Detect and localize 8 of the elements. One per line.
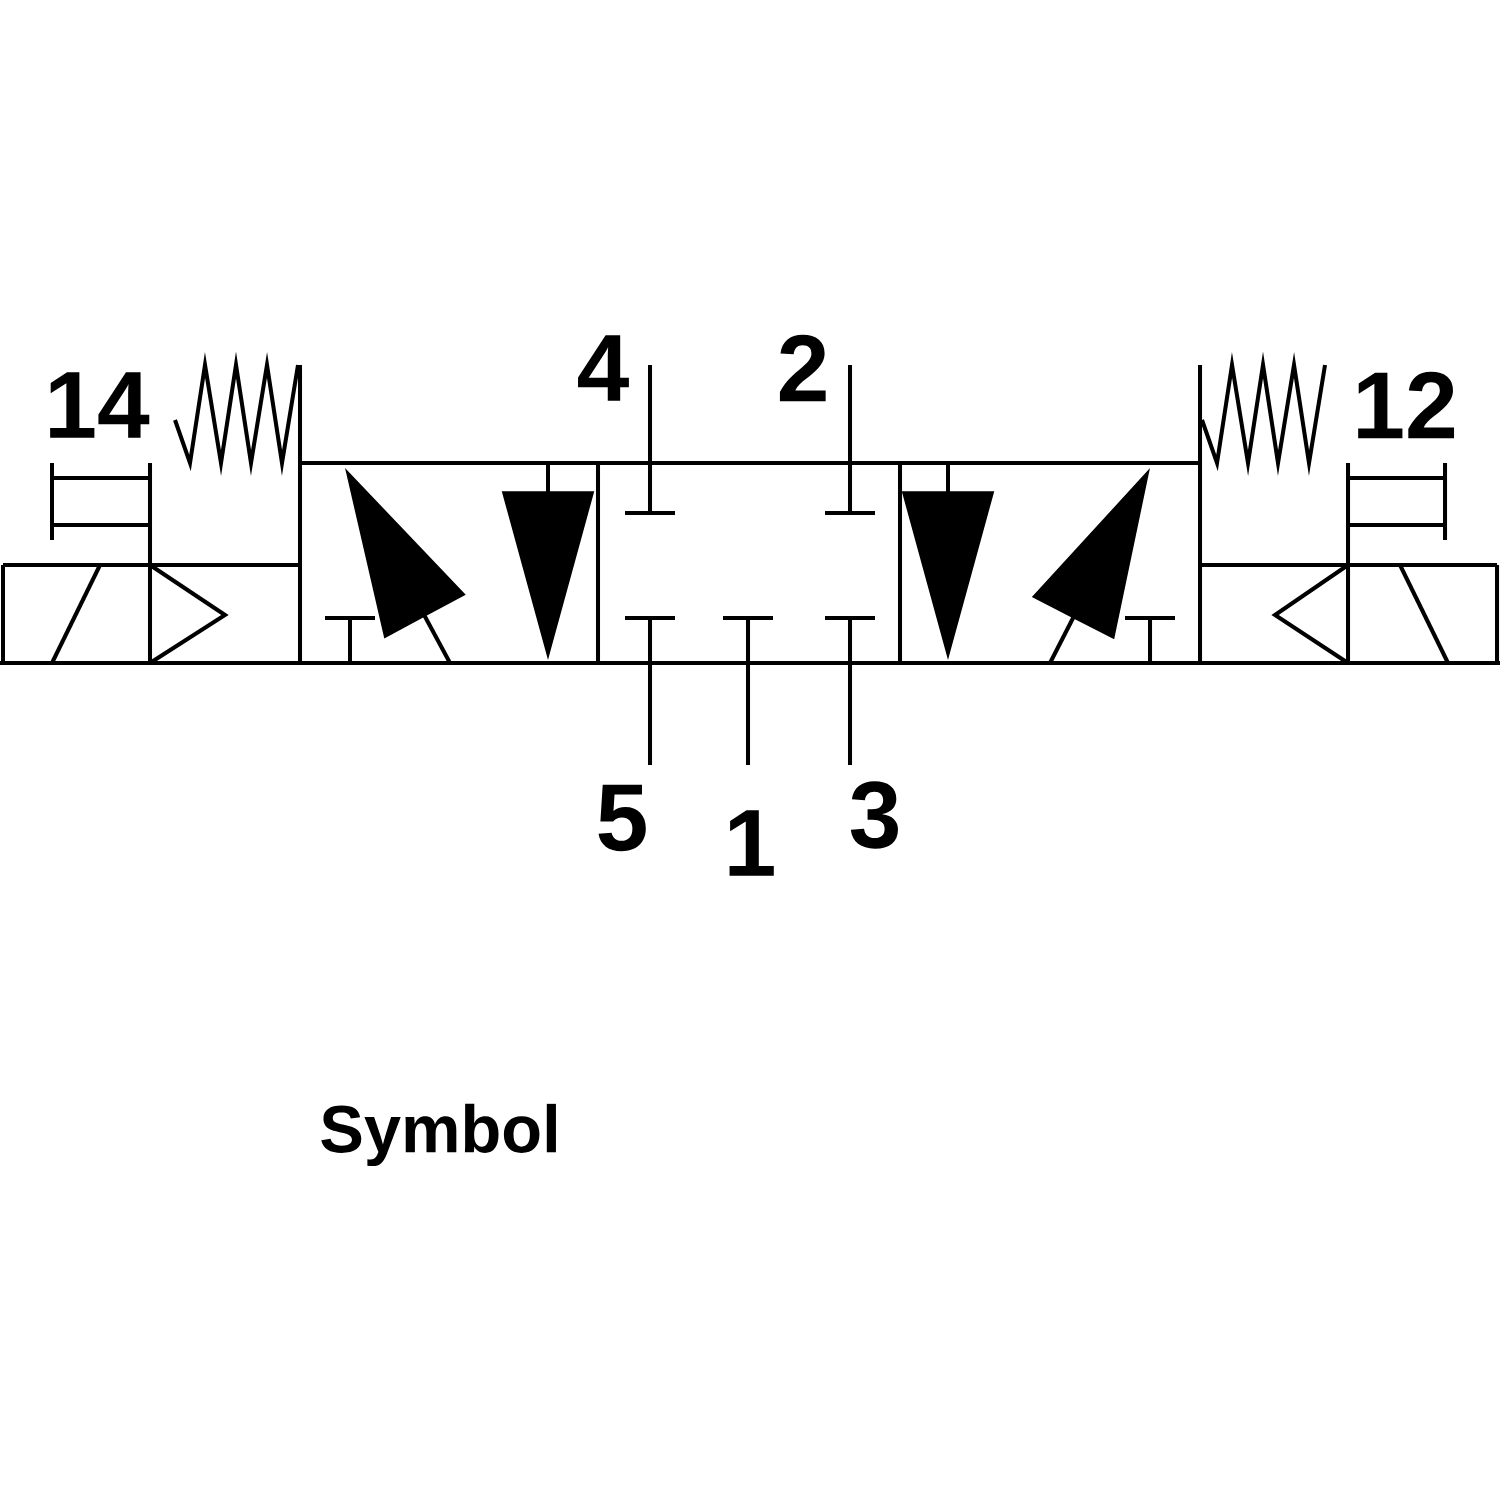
port-number: 2 — [779, 334, 826, 402]
port-number: 1 — [729, 810, 774, 876]
port-number: 12 — [1358, 371, 1455, 439]
port-number: 14 — [50, 372, 150, 438]
port-number: 3 — [850, 781, 898, 849]
port-number: 4 — [578, 335, 629, 401]
caption: Symbol — [321, 1103, 556, 1167]
port-number: 5 — [598, 784, 646, 852]
